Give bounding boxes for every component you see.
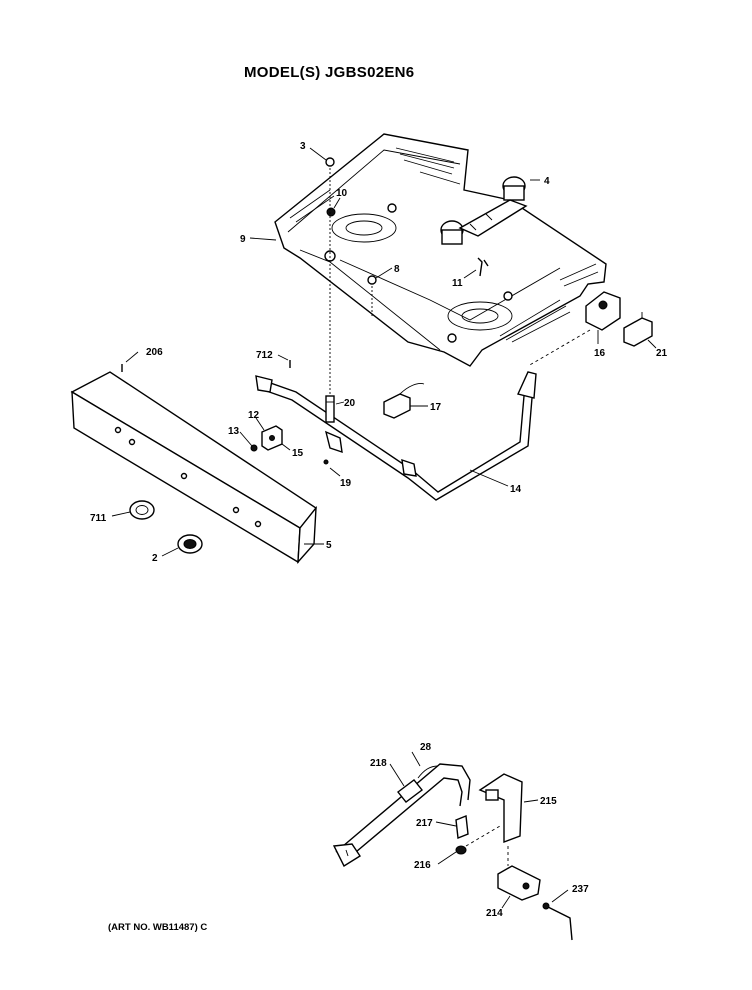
callout-206: 206 [146,347,163,358]
safety-valve-part-214 [497,865,541,901]
knob-bezel-part-711 [129,500,155,520]
leader-lines [111,147,657,909]
control-panel-part-5 [70,371,318,564]
part-8-nut [367,275,377,285]
callout-8: 8 [394,264,400,275]
callout-28: 28 [420,742,432,753]
callout-4: 4 [544,176,550,187]
callout-13: 13 [228,426,240,437]
callout-21: 21 [656,348,668,359]
oven-burner-tube-part-28 [332,763,471,868]
part-11-clip [477,257,489,277]
callout-218: 218 [370,758,387,769]
callout-12: 12 [248,410,260,421]
callout-712: 712 [256,350,273,361]
callout-14: 14 [510,484,522,495]
stud-part-20 [325,395,335,423]
callout-237: 237 [572,884,589,895]
part-237-tube [545,905,573,941]
callout-711: 711 [90,513,107,524]
callout-9: 9 [240,234,246,245]
callout-2: 2 [152,553,158,564]
callout-17: 17 [430,402,442,413]
callout-16: 16 [594,348,606,359]
valve-part-4 [440,176,528,245]
callout-20: 20 [344,398,356,409]
part-19-screw [323,459,329,465]
ignitor-bracket-part-215 [478,773,523,844]
manifold-tube-part-14 [255,371,537,501]
switch-part-16 [585,291,621,331]
knob-part-2 [177,534,203,554]
callout-labels: 3 4 9 10 8 11 16 21 206 712 20 17 12 13 … [90,141,668,919]
callout-15: 15 [292,448,304,459]
callout-10: 10 [336,188,348,199]
callout-217: 217 [416,818,433,829]
callout-19: 19 [340,478,352,489]
part-10-screw [326,207,336,217]
callout-216: 216 [414,860,431,871]
callout-3: 3 [300,141,306,152]
callout-214: 214 [486,908,503,919]
part-216-nut [455,845,467,855]
page-title: MODEL(S) JGBS02EN6 [244,64,415,81]
callout-215: 215 [540,796,557,807]
part-217-clip [455,815,469,839]
part-3-nut [325,157,335,167]
part-13-screw [250,444,258,452]
callout-11: 11 [452,278,463,289]
callout-5: 5 [326,540,332,551]
switch-part-21 [623,312,653,347]
switch-part-17 [383,383,425,419]
valve-part-15 [261,425,283,451]
burner-box-pan [274,133,607,367]
art-number: (ART NO. WB11487) C [108,922,208,933]
